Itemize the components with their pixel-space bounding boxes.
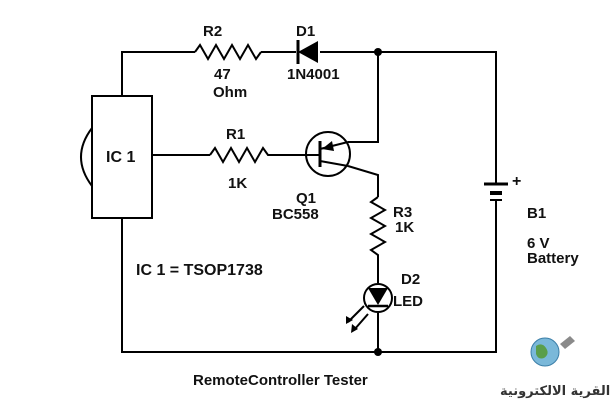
q1-ref: Q1	[296, 190, 316, 207]
r2-unit: Ohm	[213, 84, 247, 101]
d2-light-ray-2	[353, 313, 369, 331]
d1-part: 1N4001	[287, 66, 340, 83]
b1-ref: B1	[527, 205, 546, 222]
r2-value: 47	[214, 66, 231, 83]
diode-d1: D1 1N4001	[287, 23, 340, 83]
wire-collector	[347, 165, 379, 197]
r1-ref: R1	[226, 126, 245, 143]
ic1-body	[91, 95, 153, 219]
transistor-q1: Q1 BC558	[272, 131, 351, 223]
r3-ref: R3	[393, 204, 412, 221]
junction-dot-top	[374, 48, 382, 56]
diagram-title: RemoteController Tester	[193, 372, 368, 389]
d1-ref: D1	[296, 23, 315, 40]
r3-value: 1K	[395, 219, 414, 236]
d2-triangle	[368, 288, 388, 305]
b1-polarity: +	[512, 173, 521, 190]
q1-part: BC558	[272, 206, 319, 223]
d1-triangle	[298, 41, 318, 63]
ic1-sensor: IC 1	[80, 95, 153, 219]
battery-b1: + B1 6 V Battery	[484, 173, 579, 267]
ic1-ref: IC 1	[106, 149, 135, 166]
wire-ic-to-r2	[121, 51, 195, 96]
resistor-r2: R2 47 Ohm	[194, 23, 262, 101]
d2-part: LED	[393, 293, 423, 310]
led-d2: D2 LED	[346, 271, 423, 333]
r3-zigzag	[368, 196, 388, 259]
q1-emitter-arrow	[322, 141, 334, 151]
ic1-lens	[80, 127, 93, 187]
resistor-r1: R1 1K	[209, 126, 270, 192]
junction-dot-bottom	[374, 348, 382, 356]
b1-voltage: 6 V	[527, 235, 550, 252]
r2-zigzag	[194, 42, 262, 62]
wire-ground-rail	[121, 200, 497, 353]
d2-ref: D2	[401, 271, 420, 288]
wire-emitter	[348, 52, 379, 143]
r1-value: 1K	[228, 175, 247, 192]
ic1-note: IC 1 = TSOP1738	[136, 262, 263, 279]
b1-type: Battery	[527, 250, 579, 267]
d2-light-arrow-2	[351, 324, 358, 333]
watermark: القرية الالكترونية	[500, 336, 610, 399]
resistor-r3: R3 1K	[368, 196, 414, 259]
q1-collector-lead	[319, 160, 349, 167]
globe-land-shape	[536, 344, 548, 359]
r2-ref: R2	[203, 23, 222, 40]
wrench-shape	[560, 336, 575, 349]
r1-zigzag	[209, 145, 270, 165]
d2-light-arrow-1	[346, 316, 353, 324]
watermark-text: القرية الالكترونية	[500, 384, 610, 399]
